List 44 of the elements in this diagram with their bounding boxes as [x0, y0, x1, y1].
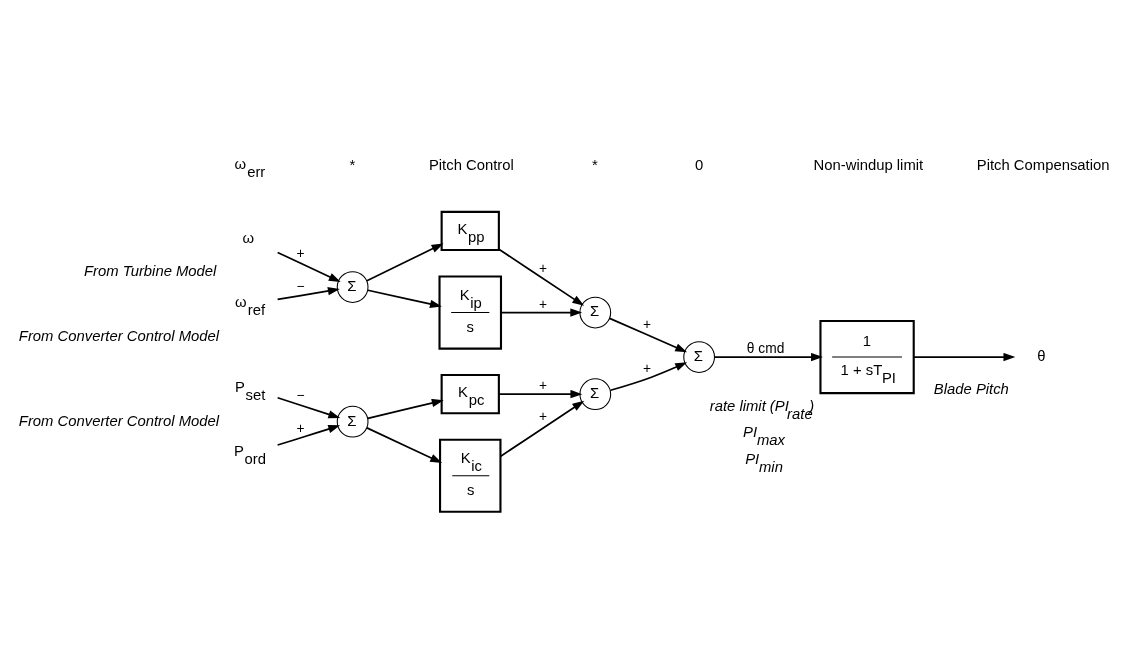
edge-label: + — [296, 245, 305, 261]
label: * — [349, 157, 356, 174]
arrow — [366, 427, 443, 464]
arrow — [500, 308, 583, 317]
node-circle: Σ — [579, 296, 612, 329]
node-circle: Σ — [683, 341, 716, 373]
node-text: θ — [1037, 347, 1046, 364]
arrow — [608, 317, 688, 353]
arrow — [367, 398, 444, 420]
edge-label: + — [539, 260, 548, 276]
arrow — [499, 400, 585, 458]
arrow — [276, 425, 341, 446]
arrow — [498, 389, 583, 399]
edge-label: + — [296, 420, 305, 436]
label: Non-windup limit — [813, 157, 924, 174]
label: Pitch Control — [428, 157, 514, 174]
arrow — [276, 396, 341, 419]
arrow — [609, 362, 688, 392]
node-label: Blade Pitch — [933, 380, 1009, 397]
node-label: From Converter Control Model — [18, 327, 220, 344]
edge-label: + — [539, 378, 548, 394]
arrow — [366, 243, 444, 282]
arrow — [276, 286, 340, 301]
edge-label: θ cmd — [746, 341, 785, 357]
edge-label: − — [296, 278, 305, 294]
node-circle: Σ — [579, 378, 612, 411]
edge-label: − — [296, 387, 305, 403]
node-label: From Turbine Model — [84, 263, 217, 280]
node-label: From Converter Control Model — [18, 412, 220, 429]
edge-label: + — [642, 361, 652, 377]
arrow — [913, 352, 1016, 362]
node-circle: Σ — [336, 271, 369, 303]
node-circle: Σ — [336, 405, 369, 438]
label: * — [592, 157, 598, 174]
arrow — [276, 251, 341, 283]
arrow — [713, 352, 823, 362]
arrow — [498, 248, 585, 306]
edge-label: + — [539, 409, 548, 425]
edge-label: + — [539, 296, 548, 312]
label: 0 — [694, 157, 704, 174]
arrow — [367, 289, 442, 309]
edge-label: + — [642, 316, 652, 332]
node-text: ω — [242, 230, 254, 247]
label: Pitch Compensation — [976, 157, 1110, 174]
